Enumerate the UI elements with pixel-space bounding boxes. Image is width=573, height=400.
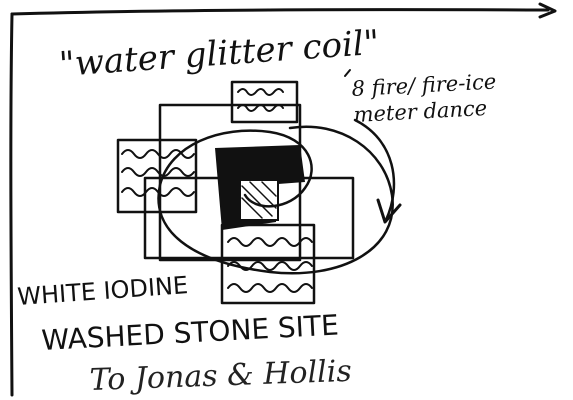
caption-line-2: WASHED STONE SITE [41, 308, 340, 357]
caption-line-1: WHITE IODINE [16, 271, 188, 311]
dedication-text: To Jonas & Hollis [89, 354, 352, 398]
side-note-line-2: meter dance [353, 96, 488, 127]
sketch-title: "water glitter coil" [58, 23, 381, 85]
